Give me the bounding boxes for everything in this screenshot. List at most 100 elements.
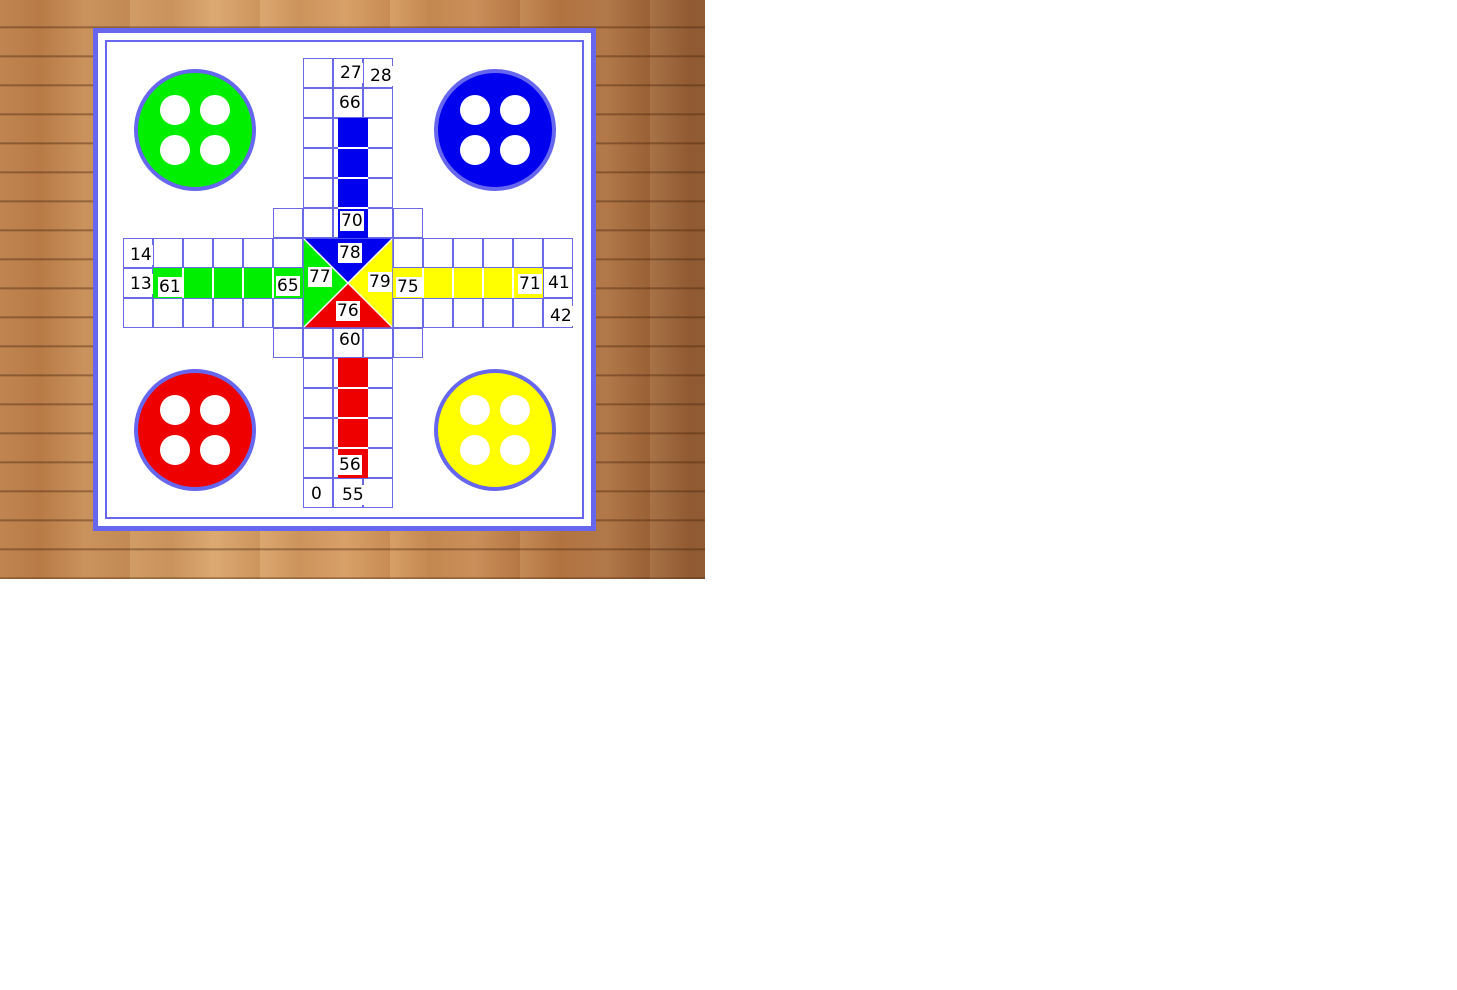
square-number-42: 42 (549, 306, 573, 326)
yellow-piece-slot[interactable] (500, 395, 530, 425)
green-piece-slot[interactable] (200, 135, 230, 165)
track-square[interactable] (303, 448, 333, 478)
track-square[interactable] (393, 298, 423, 328)
lane-separator (482, 268, 484, 298)
track-square[interactable] (303, 88, 333, 118)
lane-separator (338, 417, 368, 419)
track-square[interactable] (273, 328, 303, 358)
track-square[interactable] (513, 238, 543, 268)
track-square[interactable] (393, 238, 423, 268)
track-square[interactable] (183, 298, 213, 328)
lane-separator (338, 147, 368, 149)
yellow-home-base[interactable] (434, 369, 556, 491)
track-square[interactable] (363, 328, 393, 358)
red-piece-slot[interactable] (160, 435, 190, 465)
track-square[interactable] (243, 298, 273, 328)
track-square[interactable] (213, 238, 243, 268)
track-square[interactable] (303, 148, 333, 178)
track-square[interactable] (393, 328, 423, 358)
green-piece-slot[interactable] (160, 95, 190, 125)
square-number-61: 61 (158, 277, 182, 297)
square-number-71: 71 (518, 274, 542, 294)
wooden-table: 27 28 66 70 78 77 79 76 60 56 55 0 14 13… (0, 0, 705, 579)
lane-separator (272, 268, 274, 298)
track-square[interactable] (243, 238, 273, 268)
track-square[interactable] (213, 298, 243, 328)
red-piece-slot[interactable] (160, 395, 190, 425)
lane-separator (338, 447, 368, 449)
board-inner-border (105, 40, 584, 519)
track-square[interactable] (423, 238, 453, 268)
lane-separator (512, 268, 514, 298)
lane-separator (338, 207, 368, 209)
square-number-76: 76 (336, 301, 360, 321)
track-square[interactable] (543, 238, 573, 268)
square-number-79: 79 (368, 272, 392, 292)
track-square[interactable] (483, 238, 513, 268)
blue-piece-slot[interactable] (460, 95, 490, 125)
square-number-60: 60 (338, 330, 362, 350)
track-square[interactable] (483, 298, 513, 328)
square-number-56: 56 (338, 455, 362, 475)
track-square[interactable] (453, 298, 483, 328)
square-number-41: 41 (547, 273, 571, 293)
square-number-75: 75 (396, 277, 422, 297)
track-square[interactable] (423, 298, 453, 328)
square-number-27: 27 (339, 63, 363, 83)
square-number-78: 78 (338, 243, 362, 263)
square-number-66: 66 (338, 93, 362, 113)
track-square[interactable] (363, 478, 393, 508)
lane-separator (338, 387, 368, 389)
track-square[interactable] (393, 208, 423, 238)
track-square[interactable] (303, 418, 333, 448)
red-home-base[interactable] (134, 369, 256, 491)
track-square[interactable] (183, 238, 213, 268)
ludo-board: 27 28 66 70 78 77 79 76 60 56 55 0 14 13… (93, 28, 596, 531)
track-square[interactable] (453, 238, 483, 268)
track-square[interactable] (303, 328, 333, 358)
square-number-14: 14 (129, 245, 153, 265)
square-number-28: 28 (369, 66, 393, 86)
track-square[interactable] (273, 298, 303, 328)
red-piece-slot[interactable] (200, 395, 230, 425)
lane-separator (422, 268, 424, 298)
square-number-65: 65 (276, 276, 300, 296)
square-number-0: 0 (310, 484, 323, 504)
square-number-13: 13 (129, 274, 153, 294)
blue-home-base[interactable] (434, 69, 556, 191)
red-piece-slot[interactable] (200, 435, 230, 465)
track-square[interactable] (303, 388, 333, 418)
yellow-piece-slot[interactable] (460, 395, 490, 425)
track-square[interactable] (273, 208, 303, 238)
track-square[interactable] (303, 178, 333, 208)
track-square[interactable] (303, 58, 333, 88)
track-square[interactable] (363, 88, 393, 118)
green-home-base[interactable] (134, 69, 256, 191)
square-number-70: 70 (340, 211, 364, 231)
green-piece-slot[interactable] (160, 135, 190, 165)
track-square[interactable] (363, 388, 393, 418)
lane-separator (182, 268, 184, 298)
green-piece-slot[interactable] (200, 95, 230, 125)
blue-piece-slot[interactable] (460, 135, 490, 165)
track-square[interactable] (363, 118, 393, 148)
blue-piece-slot[interactable] (500, 135, 530, 165)
track-square[interactable] (303, 118, 333, 148)
lane-separator (452, 268, 454, 298)
lane-separator (212, 268, 214, 298)
square-number-55: 55 (341, 485, 365, 505)
lane-separator (338, 177, 368, 179)
lane-separator (242, 268, 244, 298)
yellow-piece-slot[interactable] (500, 435, 530, 465)
track-square[interactable] (123, 298, 153, 328)
track-square[interactable] (363, 148, 393, 178)
track-square[interactable] (153, 298, 183, 328)
track-square[interactable] (513, 298, 543, 328)
yellow-piece-slot[interactable] (460, 435, 490, 465)
track-square[interactable] (273, 238, 303, 268)
square-number-77: 77 (308, 267, 332, 287)
blue-piece-slot[interactable] (500, 95, 530, 125)
track-square[interactable] (153, 238, 183, 268)
track-square[interactable] (303, 358, 333, 388)
track-square[interactable] (303, 208, 333, 238)
